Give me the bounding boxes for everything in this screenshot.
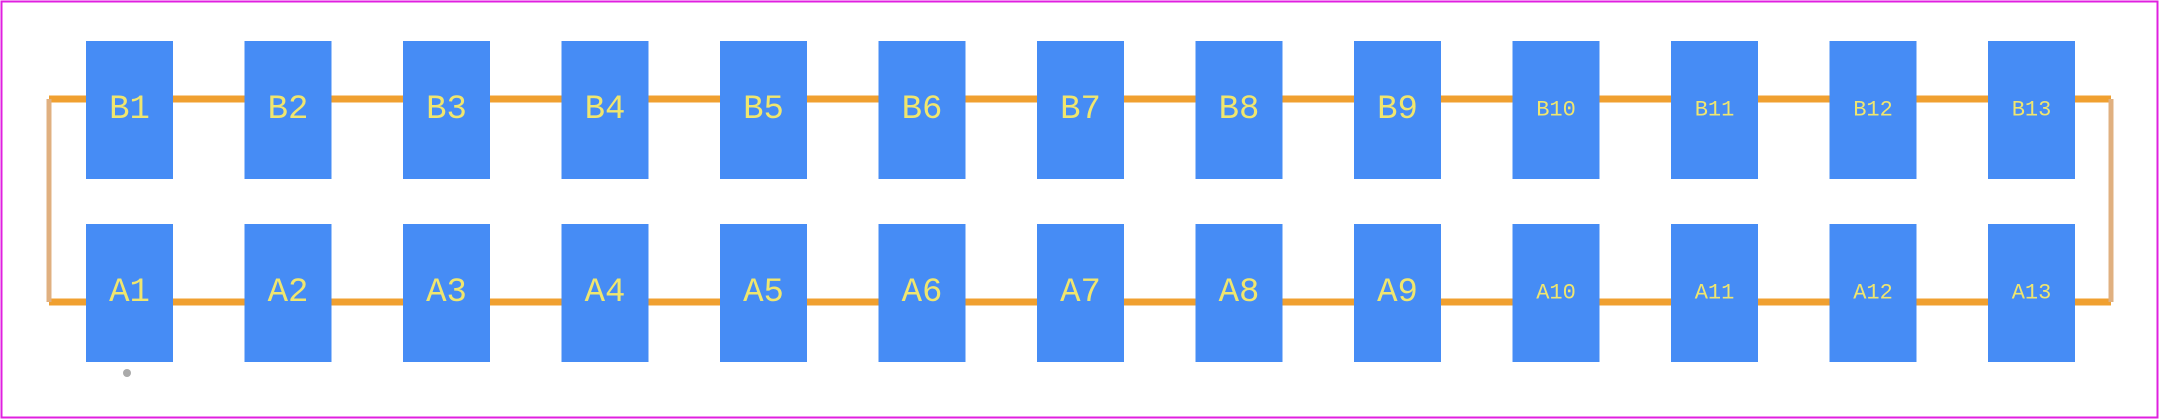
pad-shape: [86, 41, 173, 179]
pin1-marker: [123, 369, 131, 377]
pad-label: A11: [1695, 281, 1735, 306]
pad-shape: [1671, 41, 1758, 179]
pad-label: A8: [1219, 274, 1260, 312]
pad-shape: [244, 41, 332, 179]
pad-label: B8: [1219, 91, 1260, 129]
pad-shape: [561, 224, 649, 362]
pad-label: B3: [426, 91, 467, 129]
pad-b1: B1: [86, 41, 173, 179]
pad-shape: [1354, 41, 1441, 179]
pad-label: A9: [1377, 274, 1418, 312]
pad-shape: [1671, 224, 1758, 362]
pad-a9: A9: [1354, 224, 1441, 362]
pad-b11: B11: [1671, 41, 1758, 179]
pad-a11: A11: [1671, 224, 1758, 362]
pad-b5: B5: [720, 41, 807, 179]
pad-label: A3: [426, 274, 467, 312]
pad-a4: A4: [561, 224, 649, 362]
pad-b13: B13: [1988, 41, 2075, 179]
pad-shape: [1988, 41, 2075, 179]
pad-label: B13: [2012, 98, 2052, 123]
pad-a12: A12: [1829, 224, 1917, 362]
pad-shape: [561, 41, 649, 179]
pad-shape: [403, 41, 490, 179]
pad-label: A1: [109, 274, 150, 312]
pad-shape: [1354, 224, 1441, 362]
pad-b10: B10: [1512, 41, 1600, 179]
pad-label: B11: [1695, 98, 1735, 123]
pad-b12: B12: [1829, 41, 1917, 179]
pad-b7: B7: [1037, 41, 1124, 179]
pad-label: B10: [1536, 98, 1576, 123]
pad-label: B1: [109, 91, 150, 129]
pad-a6: A6: [878, 224, 966, 362]
pad-b4: B4: [561, 41, 649, 179]
pad-label: A4: [585, 274, 626, 312]
pad-b3: B3: [403, 41, 490, 179]
pad-a3: A3: [403, 224, 490, 362]
pad-a7: A7: [1037, 224, 1124, 362]
pad-shape: [244, 224, 332, 362]
pad-shape: [878, 41, 966, 179]
pad-shape: [1037, 224, 1124, 362]
pad-a2: A2: [244, 224, 332, 362]
pad-label: A6: [902, 274, 943, 312]
pad-shape: [1829, 41, 1917, 179]
pad-label: A10: [1536, 281, 1576, 306]
pad-shape: [1512, 41, 1600, 179]
pad-a1: A1: [86, 224, 173, 362]
pad-shape: [878, 224, 966, 362]
pad-label: B6: [902, 91, 943, 129]
pad-label: B9: [1377, 91, 1418, 129]
pad-shape: [720, 41, 807, 179]
pad-shape: [720, 224, 807, 362]
pad-a13: A13: [1988, 224, 2075, 362]
pad-b9: B9: [1354, 41, 1441, 179]
pad-shape: [1195, 41, 1283, 179]
pad-label: B5: [743, 91, 784, 129]
pad-a10: A10: [1512, 224, 1600, 362]
pad-shape: [1512, 224, 1600, 362]
pad-b8: B8: [1195, 41, 1283, 179]
pad-b2: B2: [244, 41, 332, 179]
pad-shape: [1037, 41, 1124, 179]
pad-label: B2: [268, 91, 309, 129]
pad-label: A7: [1060, 274, 1101, 312]
pad-label: A5: [743, 274, 784, 312]
pad-shape: [403, 224, 490, 362]
pad-label: A13: [2012, 281, 2052, 306]
pad-shape: [1195, 224, 1283, 362]
pad-label: A12: [1853, 281, 1893, 306]
pad-label: B4: [585, 91, 626, 129]
pad-label: B7: [1060, 91, 1101, 129]
pad-a8: A8: [1195, 224, 1283, 362]
pad-label: A2: [268, 274, 309, 312]
pad-label: B12: [1853, 98, 1893, 123]
pad-a5: A5: [720, 224, 807, 362]
pad-shape: [1988, 224, 2075, 362]
pad-shape: [86, 224, 173, 362]
pad-b6: B6: [878, 41, 966, 179]
pad-shape: [1829, 224, 1917, 362]
